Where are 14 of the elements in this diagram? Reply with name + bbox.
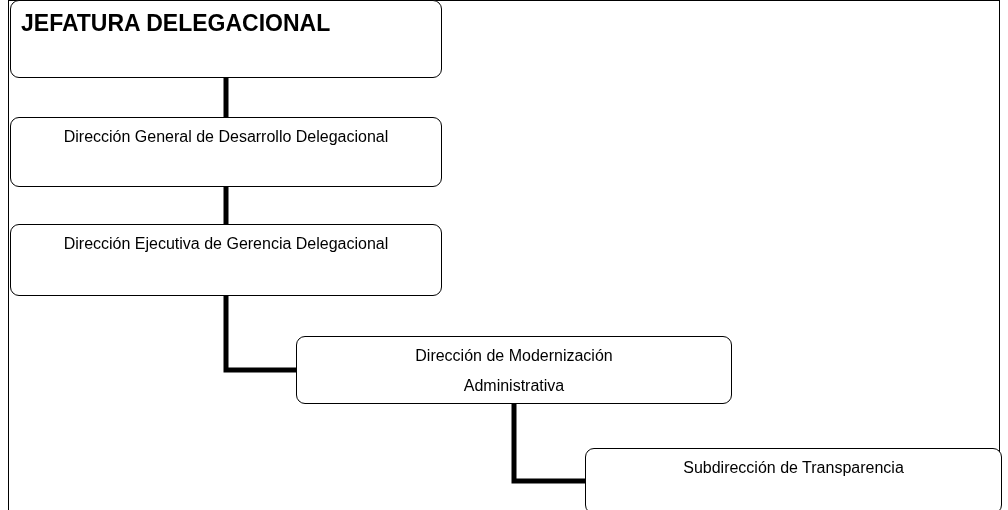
box-title: Dirección General de Desarrollo Delegacional	[63, 127, 389, 147]
box-title: Dirección de Modernización Administrativa	[414, 346, 614, 397]
org-box	[10, 117, 442, 187]
connector-line	[223, 296, 296, 373]
connector-line	[223, 187, 229, 224]
org-box	[10, 224, 442, 296]
connector-line	[511, 404, 585, 484]
org-box	[296, 336, 732, 404]
connector-line	[223, 78, 229, 117]
box-title: JEFATURA DELEGACIONAL	[21, 9, 331, 38]
org-box	[585, 448, 1002, 510]
box-title: Subdirección de Transparencia	[683, 458, 904, 478]
org-box	[10, 0, 442, 78]
box-title: Dirección Ejecutiva de Gerencia Delegacional	[63, 234, 389, 254]
